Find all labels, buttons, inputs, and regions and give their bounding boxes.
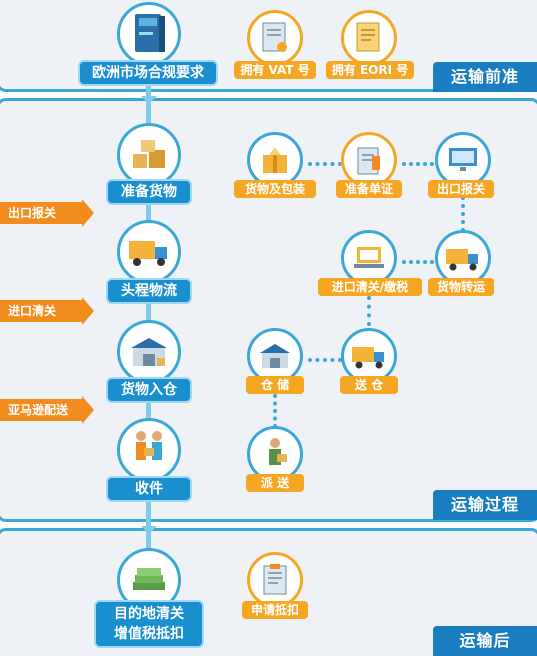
dotted-connector: [402, 260, 434, 264]
storage-warehouse-icon: [247, 328, 303, 384]
document-eori-icon: [341, 10, 397, 66]
first-leg-label: 头程物流: [106, 278, 192, 304]
destination-line1: 目的地清关: [114, 606, 184, 622]
destination-clearance-label: 目的地清关 增值税抵扣: [94, 600, 204, 648]
dotted-connector: [367, 296, 371, 326]
eu-compliance-label: 欧洲市场合规要求: [78, 60, 218, 86]
to-warehouse-label: 送 仓: [340, 376, 398, 394]
book-icon: [117, 2, 181, 66]
import-clear-arrow: 进口清关: [0, 297, 94, 325]
dotted-connector: [402, 162, 434, 166]
export-declare-arrow: 出口报关: [0, 199, 94, 227]
prepare-docs-label: 准备单证: [336, 180, 402, 198]
dotted-connector: [308, 162, 342, 166]
transfer-label: 货物转运: [428, 278, 494, 296]
dotted-connector: [308, 358, 342, 362]
handover-icon: [117, 418, 181, 482]
receipt-label: 收件: [106, 476, 192, 502]
prepare-goods-label: 准备货物: [106, 179, 192, 205]
stage-tag-pre: 运输前准备: [433, 62, 537, 116]
import-tax-label: 进口清关/缴税: [318, 278, 422, 296]
warehousing-label: 货物入仓: [106, 377, 192, 403]
arrow-down-icon: [141, 526, 157, 534]
storage-label: 仓 储: [246, 376, 304, 394]
eori-label: 拥有 EORI 号: [326, 61, 414, 79]
dotted-connector: [461, 196, 465, 232]
stage-tag-during: 运输过程: [433, 490, 537, 520]
stage-tag-post: 运输后: [433, 626, 537, 656]
amazon-delivery-arrow: 亚马逊配送: [0, 396, 94, 424]
vat-label: 拥有 VAT 号: [234, 61, 316, 79]
apply-deduction-label: 申请抵扣: [242, 601, 308, 619]
destination-line2: 增值税抵扣: [114, 626, 184, 642]
application-form-icon: [247, 552, 303, 608]
dotted-connector: [273, 394, 277, 428]
goods-packing-label: 货物及包装: [234, 180, 316, 198]
dispatch-label: 派 送: [246, 474, 304, 492]
document-vat-icon: [247, 10, 303, 66]
boxes-icon: [117, 123, 181, 187]
arrow-down-icon: [141, 96, 157, 104]
export-declare-label: 出口报关: [428, 180, 494, 198]
truck-icon: [117, 220, 181, 284]
warehouse-icon: [117, 320, 181, 384]
